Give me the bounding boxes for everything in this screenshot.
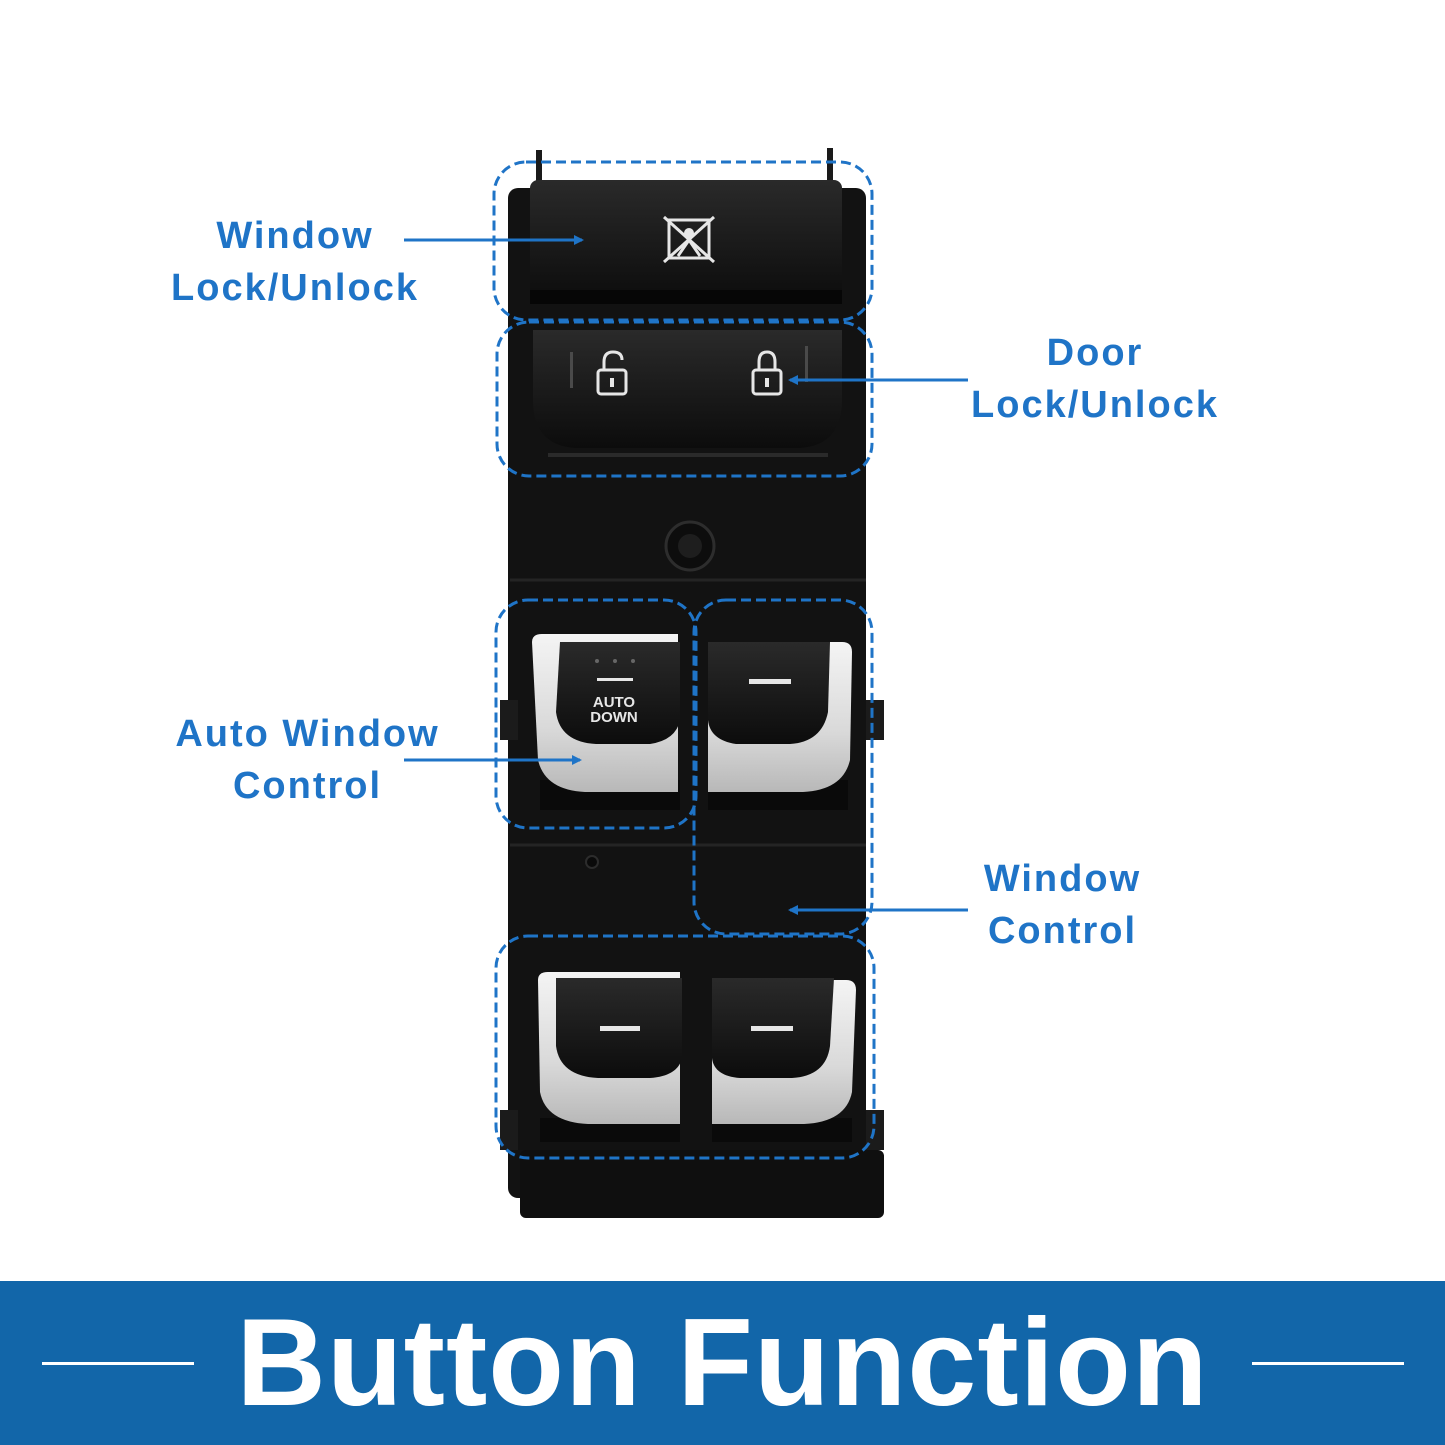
door-lock-rocker[interactable] xyxy=(533,330,842,457)
callout-arrows xyxy=(404,235,968,915)
window-control-label: Window Control xyxy=(983,858,1142,952)
auto-text: AUTO xyxy=(593,694,636,711)
locked-padlock-icon xyxy=(751,350,783,396)
auto-window-outline xyxy=(494,598,698,830)
down-text: DOWN xyxy=(590,709,638,726)
door-lock-label: Door Lock/Unlock xyxy=(971,332,1219,426)
unlocked-padlock-icon xyxy=(596,350,628,396)
window-lock-icon xyxy=(662,215,716,264)
banner-rule-left xyxy=(42,1362,194,1365)
banner-title: Button Function xyxy=(236,1294,1209,1432)
title-banner: Button Function xyxy=(0,1281,1445,1445)
door-lock-outline xyxy=(495,320,874,478)
auto-window-label: Auto Window Control xyxy=(175,713,440,807)
center-button xyxy=(664,520,716,572)
window-switch-rear-right[interactable] xyxy=(712,978,856,1142)
switch-diagram: AUTO DOWN xyxy=(404,148,968,1218)
window-switch-front-right[interactable] xyxy=(708,642,852,810)
window-lock-label: Window Lock/Unlock xyxy=(171,215,419,309)
window-switch-rear-left[interactable] xyxy=(538,972,682,1142)
banner-rule-right xyxy=(1252,1362,1404,1365)
auto-window-switch[interactable]: AUTO DOWN xyxy=(532,634,680,810)
window-lock-button[interactable] xyxy=(530,180,842,304)
rear-windows-outline xyxy=(494,934,876,1160)
window-control-outline xyxy=(692,598,874,936)
